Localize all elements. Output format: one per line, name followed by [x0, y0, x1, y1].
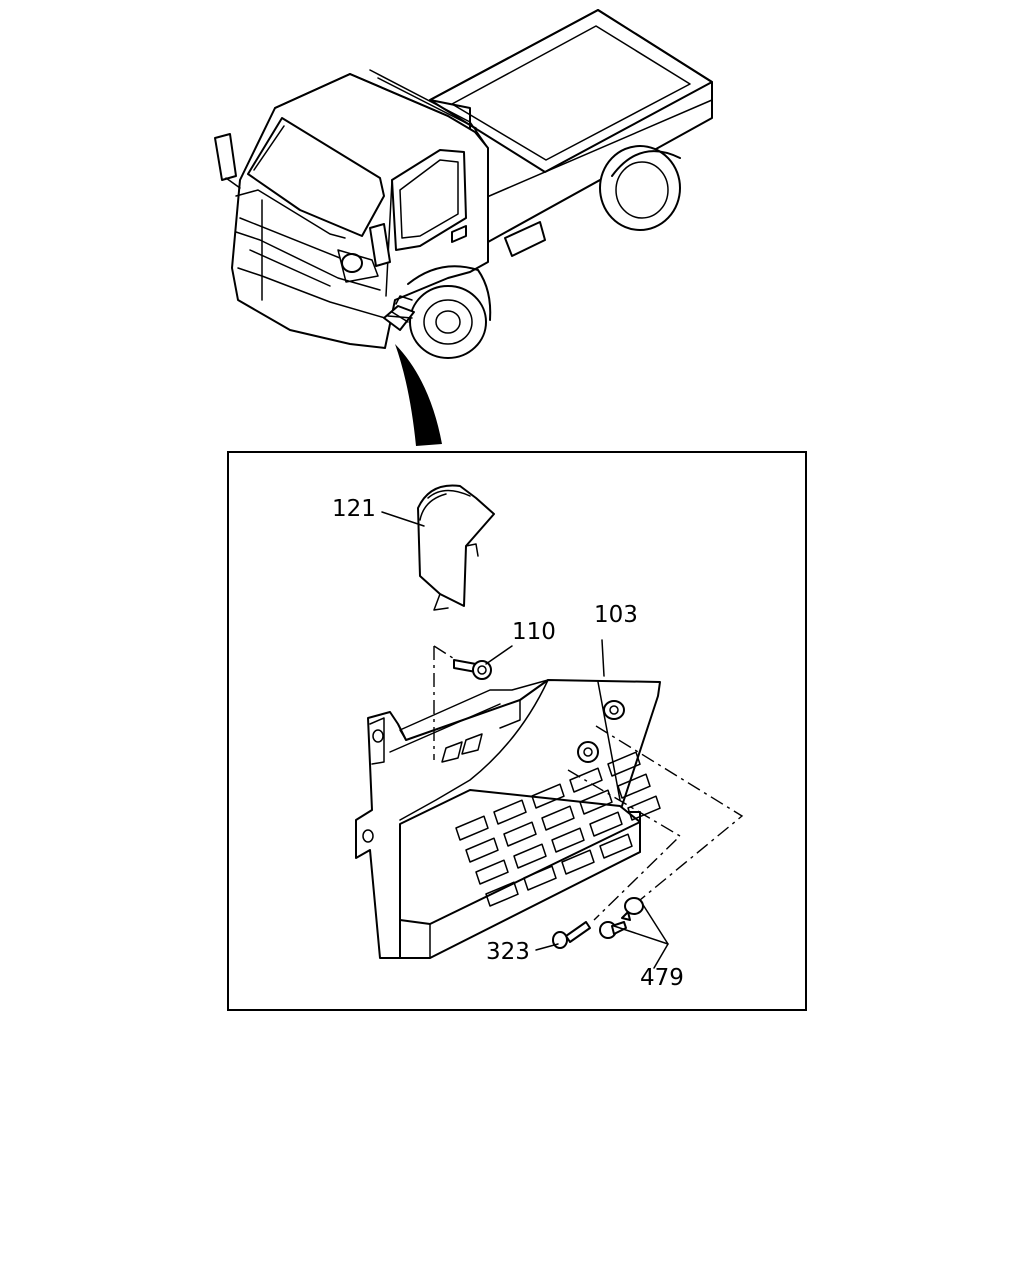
tread-slot	[617, 773, 651, 799]
tread-slot	[465, 837, 499, 863]
callout-103: 103	[594, 602, 638, 628]
tread-slot	[531, 783, 565, 809]
tread-slot	[551, 827, 585, 853]
tread-slot	[589, 811, 623, 837]
tread-slot	[485, 881, 519, 907]
leader-lines	[381, 511, 669, 969]
pointer-arrow-icon	[395, 344, 442, 446]
tread-slot	[541, 805, 575, 831]
part-479-clip-upper	[621, 897, 644, 921]
part-479-clip-lower	[599, 921, 627, 939]
tread-slot	[523, 865, 557, 891]
callout-323: 323	[486, 939, 530, 965]
truck-overview-illustration	[214, 9, 713, 359]
step-tread-grid	[455, 751, 661, 907]
tread-slot	[579, 789, 613, 815]
detail-frame	[227, 451, 807, 1011]
tread-slot	[561, 849, 595, 875]
tread-slot	[493, 799, 527, 825]
tread-slot	[503, 821, 537, 847]
tread-slot	[599, 833, 633, 859]
tread-slot	[569, 767, 603, 793]
part-110-bolt	[453, 659, 492, 680]
callout-121: 121	[332, 496, 376, 522]
callout-110: 110	[512, 619, 556, 645]
tread-slot	[627, 795, 661, 821]
assembly-lines	[433, 645, 744, 921]
callout-479: 479	[640, 965, 684, 991]
part-121-cover	[417, 484, 495, 611]
tread-slot	[513, 843, 547, 869]
tread-slot	[475, 859, 509, 885]
tread-slot	[455, 815, 489, 841]
tread-slot	[607, 751, 641, 777]
